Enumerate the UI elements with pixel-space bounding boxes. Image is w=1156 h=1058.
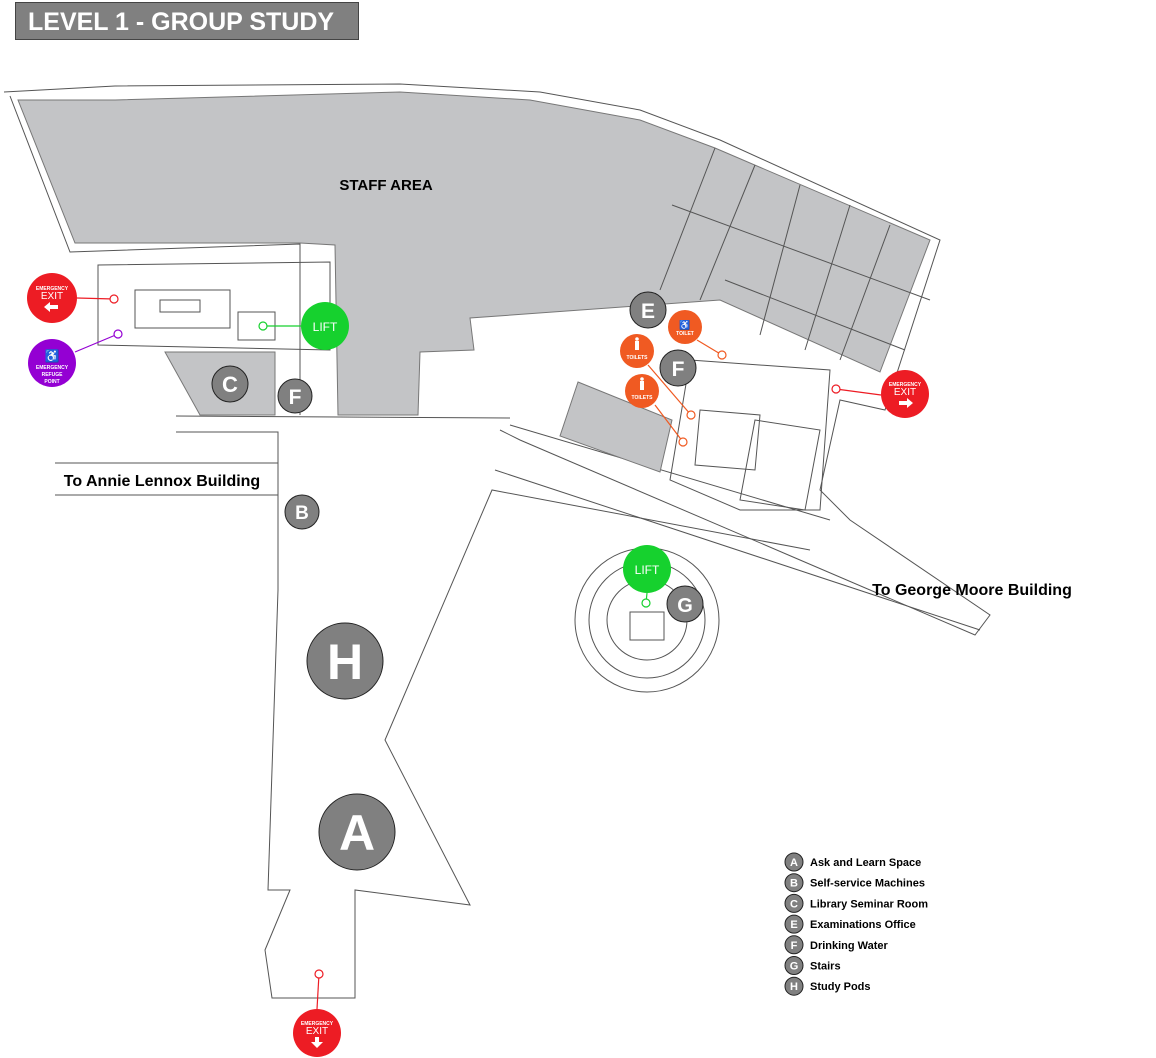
- toilets-marker-1: TOILETS: [620, 334, 654, 368]
- svg-text:EMERGENCY: EMERGENCY: [36, 286, 69, 292]
- emergency-exit-west: EMERGENCY EXIT: [27, 273, 77, 323]
- staff-area-room: [17, 91, 931, 416]
- legend-label: Drinking Water: [810, 940, 889, 952]
- marker-h: H: [306, 622, 384, 700]
- wheelchair-icon: ♿: [679, 319, 690, 330]
- emergency-exit-south: EMERGENCY EXIT: [293, 1009, 341, 1057]
- svg-text:F: F: [672, 358, 685, 381]
- george-moore-label: To George Moore Building: [872, 582, 1072, 599]
- marker-g: G: [666, 585, 704, 623]
- legend-key: E: [790, 919, 797, 931]
- lift-marker-north: LIFT: [301, 302, 349, 350]
- emergency-exit-east: EMERGENCY EXIT: [881, 370, 929, 418]
- legend-label: Study Pods: [810, 981, 871, 993]
- svg-text:TOILETS: TOILETS: [631, 395, 653, 401]
- marker-f-east: F: [659, 349, 697, 387]
- svg-text:F: F: [289, 386, 302, 409]
- legend-key-badge: [784, 873, 804, 893]
- svg-text:E: E: [641, 300, 655, 323]
- legend-item: B Self-service Machines: [784, 873, 925, 893]
- person-icon: [640, 381, 644, 390]
- marker-f-west: F: [277, 378, 313, 414]
- marker-a: A: [318, 793, 396, 871]
- legend-key-badge: [784, 976, 804, 996]
- legend-label: Self-service Machines: [810, 878, 925, 890]
- svg-text:EXIT: EXIT: [41, 291, 63, 302]
- legend-key-badge: [784, 935, 804, 955]
- svg-text:B: B: [295, 503, 309, 524]
- legend-key: F: [791, 940, 798, 952]
- legend-key-badge: [784, 956, 804, 975]
- legend-key-badge: [784, 852, 804, 872]
- svg-text:LIFT: LIFT: [635, 563, 660, 577]
- legend-item: A Ask and Learn Space: [784, 852, 921, 872]
- legend-key: G: [790, 961, 799, 973]
- legend-item: C Library Seminar Room: [784, 893, 928, 913]
- annie-lennox-label: To Annie Lennox Building: [64, 473, 260, 490]
- svg-text:EMERGENCY: EMERGENCY: [889, 382, 922, 388]
- staff-area-label: STAFF AREA: [339, 177, 432, 194]
- floor-title: LEVEL 1 - GROUP STUDY: [15, 2, 359, 40]
- legend-label: Stairs: [810, 961, 841, 973]
- svg-text:TOILETS: TOILETS: [626, 355, 648, 361]
- person-icon: [635, 341, 639, 350]
- svg-text:EMERGENCY: EMERGENCY: [301, 1021, 334, 1027]
- arrow-left-icon: [44, 302, 58, 312]
- marker-e: E: [629, 291, 667, 329]
- svg-text:REFUGE: REFUGE: [42, 372, 64, 378]
- legend-key-badge: [784, 893, 804, 913]
- svg-text:EMERGENCY: EMERGENCY: [36, 365, 69, 371]
- legend-item: G Stairs: [784, 956, 841, 975]
- legend-key: C: [790, 898, 798, 910]
- marker-b: B: [284, 494, 320, 530]
- wheelchair-icon: ♿: [45, 349, 60, 363]
- svg-text:C: C: [222, 372, 238, 397]
- svg-text:A: A: [339, 805, 375, 861]
- svg-text:EXIT: EXIT: [894, 387, 916, 398]
- legend-label: Library Seminar Room: [810, 898, 928, 910]
- arrow-down-icon: [311, 1037, 323, 1048]
- staff-offices: [659, 147, 931, 361]
- legend-item: H Study Pods: [784, 976, 871, 996]
- legend-key: A: [790, 857, 798, 869]
- arrow-right-icon: [899, 398, 913, 408]
- svg-text:G: G: [677, 595, 693, 617]
- legend-label: Examinations Office: [810, 919, 916, 931]
- accessible-toilet-marker: ♿ TOILET: [668, 310, 702, 344]
- legend-item: E Examinations Office: [784, 914, 916, 934]
- lift-marker-rotunda: LIFT: [623, 545, 671, 593]
- legend-item: F Drinking Water: [784, 935, 889, 955]
- legend-label: Ask and Learn Space: [810, 857, 921, 869]
- emergency-refuge-point: ♿ EMERGENCY REFUGE POINT: [28, 339, 76, 387]
- svg-text:TOILET: TOILET: [676, 331, 694, 337]
- legend-key-badge: [784, 914, 804, 934]
- legend-key: B: [790, 878, 798, 890]
- svg-text:POINT: POINT: [44, 379, 59, 385]
- svg-text:H: H: [327, 634, 363, 690]
- svg-text:LIFT: LIFT: [313, 320, 338, 334]
- svg-text:EXIT: EXIT: [306, 1026, 328, 1037]
- legend-key: H: [790, 981, 798, 993]
- marker-c: C: [211, 365, 249, 403]
- toilets-marker-2: TOILETS: [625, 374, 659, 408]
